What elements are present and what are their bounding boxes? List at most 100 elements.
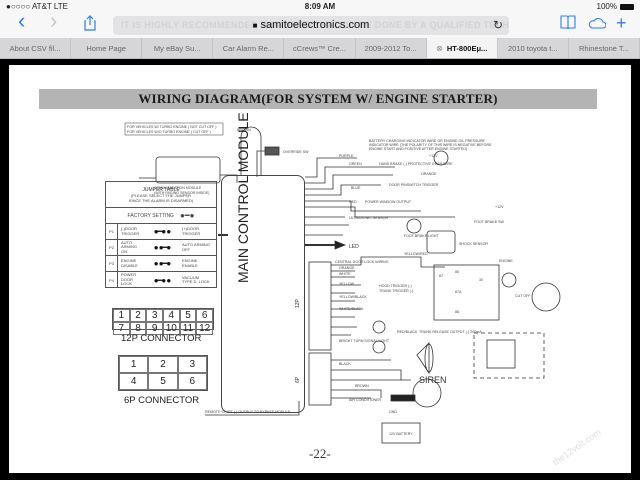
pin: 9: [146, 322, 163, 335]
override-sw-label: OVERRIDE SW: [283, 150, 309, 154]
factory-setting-row: FACTORY SETTING●━●: [106, 208, 216, 224]
12p-side-label: 12P: [295, 298, 301, 308]
yellow-black-label: YELLOW/BLACK: [339, 295, 367, 299]
page-number: -22-: [309, 446, 331, 461]
air-conditioner-label: AIR CONDITIONER: [349, 398, 382, 402]
turn-light-label: BRIGHT TURN SIGNAL LIGHT: [339, 339, 390, 343]
door-pin-label: DOOR PINSWITCH TRIGGER: [389, 183, 439, 187]
foot-brake-sw-label: FOOT BRAKE SW: [474, 220, 504, 224]
share-icon[interactable]: [84, 15, 96, 37]
tab-home-page[interactable]: Home Page: [71, 38, 143, 58]
forward-icon[interactable]: ›: [50, 8, 58, 33]
connector-12p: 1 2 3 4 5 6 7 8 9 10 11 12: [112, 308, 214, 335]
connector-12p-label: 12P CONNECTOR: [121, 333, 202, 344]
comm-module-sub: (WITH PAGING SENSOR INSIDE): [154, 191, 209, 195]
pin: 6: [196, 309, 213, 322]
tab-rhinestone[interactable]: Rhinestone T...: [569, 38, 640, 58]
battery-note-1: BATTERY CHARGING INDICATOR WIRE OR ENGIN…: [369, 139, 486, 143]
jumper-table-header: JUMPER TABLE (PLEASE SELECT THE JUMPER S…: [106, 182, 216, 208]
trunk-release-label: TRUNK RELEASE OUTPUT (-) 200mA: [419, 330, 482, 334]
tab-car-alarm[interactable]: Car Alarm Re...: [213, 38, 285, 58]
carrier-label: ●○○○○ AT&T LTE: [6, 2, 68, 11]
battery-note-3: ENGINE START AND POSITIVE AFTER ENGINE S…: [369, 147, 467, 151]
lock-icon: ■: [252, 21, 258, 30]
red-wire-label: RED: [349, 200, 357, 204]
red-black-label: RED/BLACK: [397, 330, 418, 334]
pin: 8: [129, 322, 147, 335]
pin: 2: [148, 356, 178, 373]
cut-off-label: CUT OFF: [515, 294, 531, 298]
orange-12p-label: ORANGE: [339, 266, 355, 270]
pin: 1: [113, 309, 130, 322]
cloud-tabs-icon[interactable]: [588, 15, 607, 35]
power-window-label: POWER WINDOW OUTPUT: [365, 200, 412, 204]
diagram-title: WIRING DIAGRAM(FOR SYSTEM W/ ENGINE STAR…: [39, 89, 597, 109]
clock: 8:09 AM: [304, 2, 336, 11]
tab-my-ebay[interactable]: My eBay Su...: [142, 38, 214, 58]
hood-trigger-label: HOOD TRIGGER (-): [379, 284, 412, 288]
bookmarks-icon[interactable]: [560, 15, 576, 35]
tab-2010-toyota[interactable]: 2010 toyota t...: [498, 38, 569, 58]
tab-ht-800e[interactable]: ⊗HT-800Eμ...: [426, 38, 498, 58]
relay-pin-30: 30: [479, 278, 483, 282]
pin: 4: [162, 309, 180, 322]
battery-label: 12V BATTERY: [389, 432, 413, 436]
reload-icon[interactable]: ↻: [492, 18, 503, 32]
battery-percent: 100%: [596, 2, 617, 11]
pin: 5: [179, 309, 197, 322]
pin: 5: [148, 373, 178, 390]
jumper-table: JUMPER TABLE (PLEASE SELECT THE JUMPER S…: [105, 181, 217, 288]
plus12-label: +12V: [495, 205, 504, 209]
pin: 3: [177, 356, 207, 373]
pin: 1: [119, 356, 149, 373]
hand-brake-label: HAND BRAKE (-) PROTECTIVE GEAR WIRE: [379, 162, 453, 166]
pin: 6: [177, 373, 207, 390]
tab-bar: About CSV fil... Home Page My eBay Su...…: [0, 38, 640, 59]
blue-wire-label: BLUE: [351, 186, 361, 190]
pin: 4: [119, 373, 149, 390]
relay-pin-86: 86: [455, 310, 459, 314]
tab-2009-2012[interactable]: 2009-2012 To...: [356, 38, 427, 58]
6p-side-label: 6P: [295, 376, 301, 383]
pin: 2: [129, 309, 147, 322]
yellow-wire-label: YELLOW: [339, 282, 355, 286]
close-tab-icon[interactable]: ⊗: [436, 43, 443, 53]
back-icon[interactable]: ‹: [18, 8, 26, 33]
pin: 12: [196, 322, 213, 335]
document-page: WIRING DIAGRAM(FOR SYSTEM W/ ENGINE STAR…: [9, 65, 631, 473]
brown-wire-label: BROWN: [237, 128, 251, 132]
siren-label: SIREN: [419, 375, 447, 385]
shock-sensor-label: SHOCK SENSOR: [459, 242, 488, 246]
status-bar: ●○○○○ AT&T LTE 8:09 AM 100%: [0, 0, 640, 13]
pin: 7: [113, 322, 130, 335]
browser-toolbar: ‹ › IT IS HIGHLY RECOMMENDED THAT INSTAL…: [0, 8, 640, 38]
page-title-ghost: IT IS HIGHLY RECOMMENDED THAT INSTALLATI…: [121, 20, 509, 30]
brown-6p-label: BROWN: [355, 384, 369, 388]
black-wire-label: BLACK: [339, 362, 351, 366]
plus12-top-label: +12V: [429, 154, 438, 158]
comm-module-label: COMMUNICATION MODULE: [154, 186, 202, 190]
battery-icon: [620, 3, 634, 10]
url-host: samitoelectronics.com: [260, 19, 370, 31]
new-tab-icon[interactable]: +: [616, 13, 627, 33]
yellow-red-label: YELLOW/RED: [404, 252, 428, 256]
turbo-note-1: FOR VEHICLES W/ TURBO ENGINE ( NOT CUT O…: [127, 125, 216, 129]
tab-ccrews[interactable]: cCrews™ Cre...: [284, 38, 356, 58]
central-door-lock-label: CENTRAL DOOR LOCK WIRING: [335, 260, 389, 264]
tab-about-csv[interactable]: About CSV fil...: [0, 38, 72, 58]
wiring-diagram: FOR VEHICLES W/ TURBO ENGINE ( NOT CUT O…: [124, 122, 603, 467]
relay-pin-85: 85: [455, 270, 459, 274]
ultrasonic-label: ULTRASONIC SENSOR: [349, 216, 388, 220]
pin: 3: [146, 309, 163, 322]
gnd-label: GND: [389, 410, 397, 414]
pin: 10: [162, 322, 180, 335]
turbo-note-2: FOR VEHICLES W/O TURBO ENGINE ( CUT OFF …: [127, 130, 211, 134]
watermark: the12volt.com: [551, 427, 603, 467]
address-bar[interactable]: IT IS HIGHLY RECOMMENDED THAT INSTALLATI…: [113, 16, 509, 35]
relay-pin-87: 87: [439, 274, 443, 278]
relay-pin-87a: 87A: [455, 290, 462, 294]
connector-6p: 1 2 3 4 5 6: [118, 355, 208, 391]
connector-6p-label: 6P CONNECTOR: [124, 395, 200, 406]
